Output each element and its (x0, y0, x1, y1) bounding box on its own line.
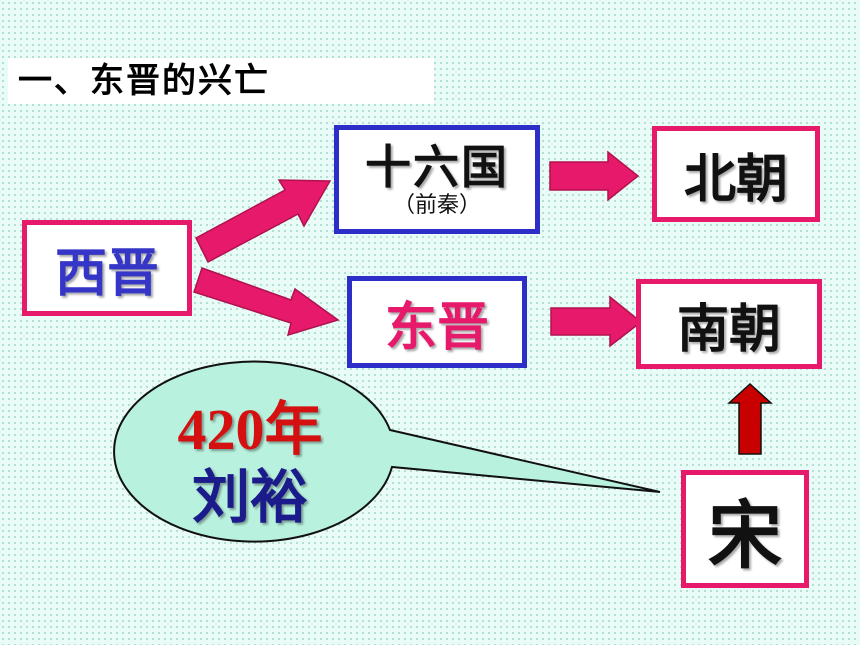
callout-person: 刘裕 (191, 463, 308, 531)
section-heading: 一、东晋的兴亡 (8, 58, 434, 104)
arrow-shiliuguo-to-beichao (549, 150, 640, 202)
arrow-song-to-nanchao (727, 382, 773, 455)
node-shiliuguo-label: 十六国 (365, 139, 509, 194)
arrow-xijin-to-shiliuguo (195, 179, 332, 264)
node-beichao: 北朝 (652, 126, 820, 222)
node-nanchao: 南朝 (636, 279, 822, 369)
node-xijin: 西晋 (22, 220, 192, 316)
arrow-xijin-to-dongjin (193, 267, 340, 337)
callout-year: 420年 (177, 397, 323, 462)
node-dongjin: 东晋 (347, 276, 527, 368)
callout-text: 420年 刘裕 (150, 398, 350, 532)
node-shiliuguo-sub: （前秦） (392, 192, 481, 218)
node-song: 宋 (681, 470, 809, 588)
callout-bubble (113, 360, 661, 543)
node-shiliuguo: 十六国 （前秦） (334, 125, 540, 234)
arrow-dongjin-to-nanchao (550, 295, 643, 348)
